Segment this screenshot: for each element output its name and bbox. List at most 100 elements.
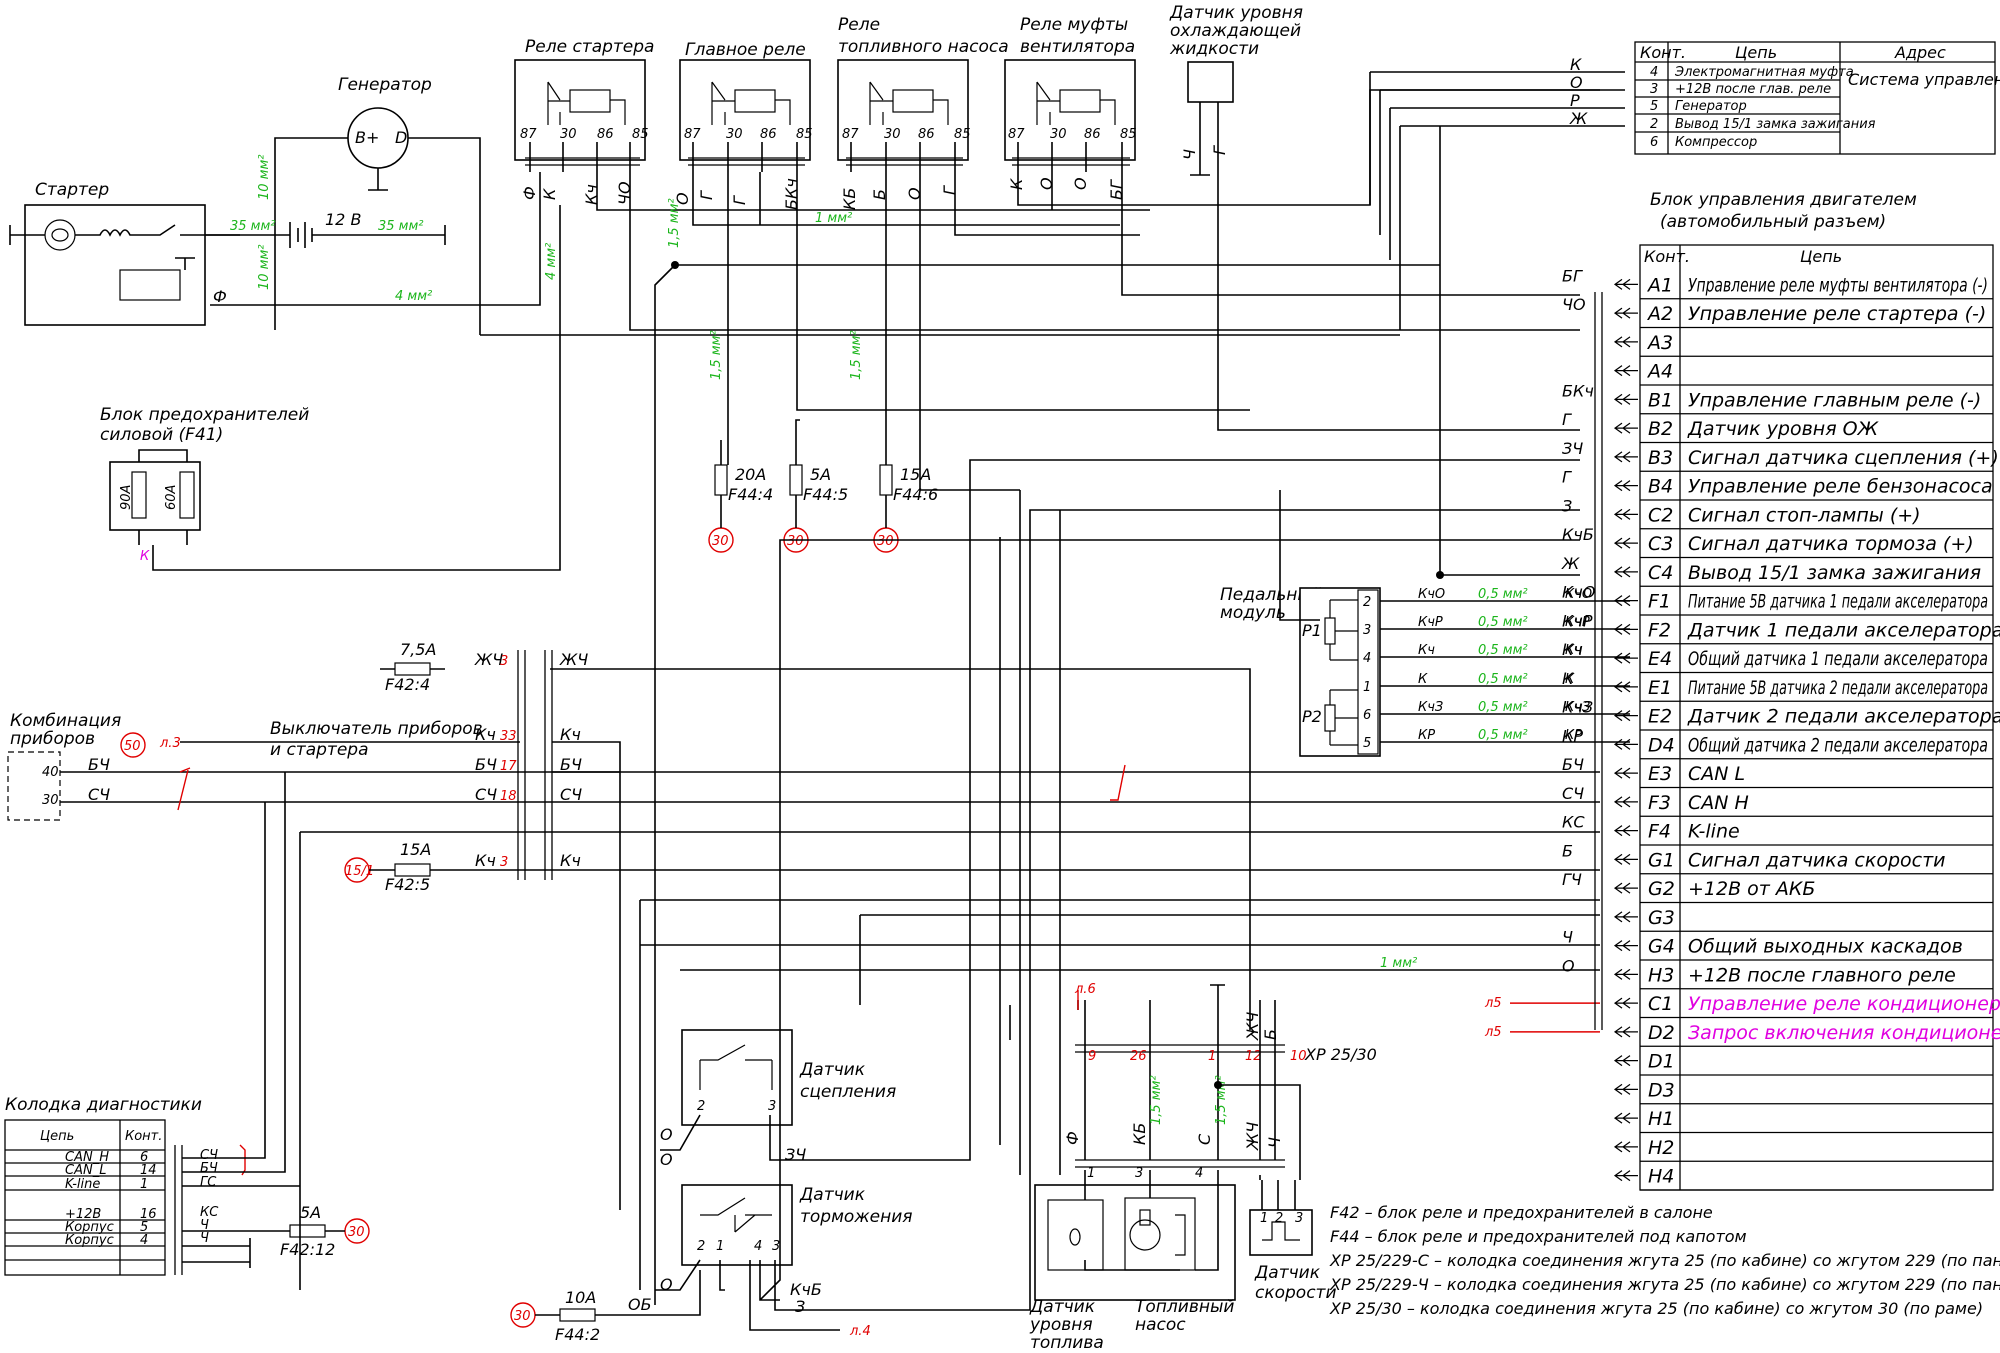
ecu-circuit: Общий датчика 1 педали акселератора <box>1688 648 1988 670</box>
svg-text:7,5А: 7,5А <box>400 640 436 659</box>
svg-text:4 мм²: 4 мм² <box>544 243 559 280</box>
ecu-contact: D3 <box>1648 1079 1675 1101</box>
svg-text:О: О <box>673 192 692 205</box>
svg-text:F44 – блок реле и предохраните: F44 – блок реле и предохранителей под ка… <box>1330 1227 1747 1246</box>
diag-contact: 4 <box>140 1233 148 1248</box>
ecu-pin-arrow <box>1613 853 1638 865</box>
pedal-pin: 4 <box>1363 651 1371 666</box>
ecu-circuit: +12В после главного реле <box>1688 964 1956 986</box>
diag-circuit: Корпус <box>65 1233 114 1248</box>
fuse-f44-4: 20А F44:4 30 <box>708 440 773 553</box>
svg-text:Кч: Кч <box>560 851 581 870</box>
svg-text:12: 12 <box>1245 1049 1262 1064</box>
ecu-wire-color: ГЧ <box>1562 870 1582 889</box>
diag-wire-color: Ч <box>200 1231 209 1246</box>
coolant-level-sensor: Датчик уровня охлаждающей жидкости Ч Г <box>1169 3 1303 176</box>
legend: F42 – блок реле и предохранителей в сало… <box>1329 1203 2000 1318</box>
svg-text:35 мм²: 35 мм² <box>378 219 424 234</box>
svg-text:К: К <box>1570 55 1582 74</box>
svg-text:2: 2 <box>697 1239 705 1254</box>
svg-text:86: 86 <box>597 127 614 142</box>
svg-text:уровня: уровня <box>1029 1315 1093 1335</box>
svg-text:КБ: КБ <box>1130 1123 1149 1145</box>
svg-text:приборов: приборов <box>10 729 95 749</box>
svg-text:3: 3 <box>500 855 508 870</box>
ecu-circuit: Датчик 2 педали акселератора <box>1687 706 2000 728</box>
svg-text:F42:5: F42:5 <box>385 875 430 894</box>
ecu-circuit: Датчик 1 педали акселератора <box>1687 619 2000 641</box>
ecu-contact: A4 <box>1646 361 1673 383</box>
svg-text:B+: B+ <box>355 128 379 147</box>
ecu-wire-color: Кч <box>1562 640 1583 659</box>
svg-text:Р2: Р2 <box>1302 707 1322 726</box>
svg-text:Конт.: Конт. <box>1644 247 1690 266</box>
svg-text:F44:2: F44:2 <box>555 1325 600 1344</box>
svg-text:О: О <box>660 1125 673 1144</box>
pedal-gauge: 0,5 мм² <box>1478 700 1528 715</box>
ecu-ac-ref: л5 <box>1484 1025 1502 1040</box>
svg-text:4: 4 <box>1195 1166 1203 1181</box>
ecu-contact: H1 <box>1648 1108 1674 1130</box>
ecu-pin-arrow <box>1613 1026 1638 1038</box>
speed-sensor: 1 2 3 Датчик скорости <box>1249 1180 1337 1303</box>
ecu-wire-color: К <box>1562 669 1574 688</box>
svg-text:БЧ: БЧ <box>560 755 582 774</box>
svg-text:Вывод 15/1 замка зажигания: Вывод 15/1 замка зажигания <box>1675 117 1876 132</box>
ecu-wire-color: БЧ <box>1562 755 1584 774</box>
svg-text:Конт.: Конт. <box>125 1129 162 1144</box>
ecu-pin-arrow <box>1613 710 1638 722</box>
svg-text:85: 85 <box>632 127 649 142</box>
svg-text:85: 85 <box>796 127 813 142</box>
pedal-wire-color-ecu: Кч <box>1565 643 1582 658</box>
svg-text:18: 18 <box>500 789 517 804</box>
svg-text:30: 30 <box>348 1225 365 1240</box>
fuse-f44-5: 5А F44:5 30 <box>783 419 848 553</box>
ecu-wire-color: БКч <box>1562 381 1594 400</box>
ecu-wire-color: Г <box>1562 410 1572 429</box>
svg-text:Блок предохранителей: Блок предохранителей <box>100 405 309 425</box>
svg-text:5: 5 <box>1650 99 1658 114</box>
svg-text:10: 10 <box>1290 1049 1307 1064</box>
ecu-pin-arrow <box>1613 796 1638 808</box>
svg-text:10А: 10А <box>565 1288 596 1307</box>
ecu-circuit: Управление реле муфты вентилятора (-) <box>1688 274 1988 296</box>
diag-wire-color: КС <box>200 1205 219 1220</box>
svg-text:З: З <box>795 1297 805 1316</box>
svg-text:КБ: КБ <box>840 188 859 210</box>
pedal-wire-color: К <box>1418 672 1428 687</box>
svg-text:87: 87 <box>842 127 859 142</box>
svg-text:F42:12: F42:12 <box>280 1240 335 1259</box>
ecu-circuit: Сигнал датчика скорости <box>1688 849 1946 871</box>
svg-text:30: 30 <box>726 127 743 142</box>
ecu-contact: F3 <box>1648 792 1671 814</box>
svg-text:4: 4 <box>754 1239 762 1254</box>
svg-text:БЧ: БЧ <box>475 755 497 774</box>
ecu-ac-ref: л5 <box>1484 996 1502 1011</box>
ecu-circuit: Запрос включения кондиционера (+) <box>1688 1022 2000 1044</box>
pedal-gauge: 0,5 мм² <box>1478 672 1528 687</box>
svg-text:15А: 15А <box>900 465 931 484</box>
ecu-pin-arrow <box>1613 652 1638 664</box>
svg-text:Р: Р <box>1570 91 1580 110</box>
ecu-contact: C1 <box>1648 993 1673 1015</box>
pedal-pin: 1 <box>1363 680 1371 695</box>
svg-text:Стартер: Стартер <box>35 180 109 200</box>
diag-circuit: CAN_L <box>65 1163 106 1178</box>
svg-text:К: К <box>1007 178 1026 190</box>
ecu-wire-color: КчЗ <box>1562 698 1593 717</box>
ecu-pin-arrow <box>1613 566 1638 578</box>
main-relay-title: Главное реле <box>685 40 806 60</box>
clutch-sensor: Датчик сцепления 2 3 О О ЗЧ <box>660 459 1580 1169</box>
svg-text:1: 1 <box>1208 1049 1216 1064</box>
ecu-pin-arrow <box>1613 422 1638 434</box>
svg-text:ЗЧ: ЗЧ <box>785 1145 806 1164</box>
svg-text:О: О <box>1570 73 1583 92</box>
pedal-gauge: 0,5 мм² <box>1478 587 1528 602</box>
ecu-contact: E3 <box>1648 763 1672 785</box>
ecu-wire-color: КС <box>1562 813 1585 832</box>
svg-text:33: 33 <box>500 729 517 744</box>
svg-text:1,5 мм²: 1,5 мм² <box>849 330 864 380</box>
